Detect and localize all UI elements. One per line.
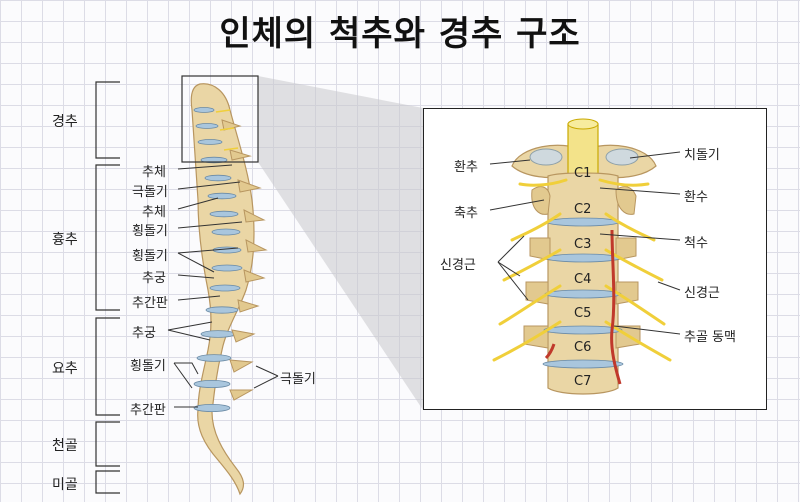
- vertebra-c7: C7: [574, 374, 592, 389]
- label-spinal-cord: 척수: [684, 236, 708, 251]
- label-dens: 치돌기: [684, 148, 720, 163]
- label-transverse-process-2: 횡돌기: [132, 249, 168, 264]
- label-transverse-process-3: 횡돌기: [130, 359, 166, 374]
- label-spinous-process-2: 극돌기: [280, 372, 316, 387]
- section-cervical: 경추: [52, 114, 78, 130]
- label-nerve-root-left: 신경근: [440, 258, 476, 273]
- vertebra-c5: C5: [574, 306, 592, 321]
- label-spinous-process-1: 극돌기: [132, 185, 168, 200]
- label-vertebral-body-1: 추체: [142, 165, 166, 180]
- label-axis: 축추: [454, 206, 478, 221]
- label-vertebral-arch-2: 추궁: [132, 326, 156, 341]
- vertebra-c1: C1: [574, 166, 592, 181]
- vertebra-c6: C6: [574, 340, 592, 355]
- label-vertebral-arch-1: 추궁: [142, 271, 166, 286]
- section-lumbar: 요추: [52, 361, 78, 377]
- section-sacrum: 천골: [52, 438, 78, 454]
- label-intervertebral-disc-1: 추간판: [132, 296, 168, 311]
- vertebra-c3: C3: [574, 237, 592, 252]
- vertebra-c4: C4: [574, 272, 592, 287]
- label-atlas: 환추: [454, 160, 478, 175]
- label-vertebral-body-2: 추체: [142, 205, 166, 220]
- page-title: 인체의 척추와 경추 구조: [219, 14, 581, 54]
- label-nerve-root-right: 신경근: [684, 286, 720, 301]
- label-intervertebral-disc-2: 추간판: [130, 403, 166, 418]
- label-transverse-process-1: 횡돌기: [132, 224, 168, 239]
- label-vertebral-artery: 추골 동맥: [684, 330, 736, 345]
- label-foramen: 환수: [684, 190, 708, 205]
- section-thoracic: 흉추: [52, 232, 78, 248]
- section-coccyx: 미골: [52, 477, 78, 493]
- vertebra-c2: C2: [574, 202, 592, 217]
